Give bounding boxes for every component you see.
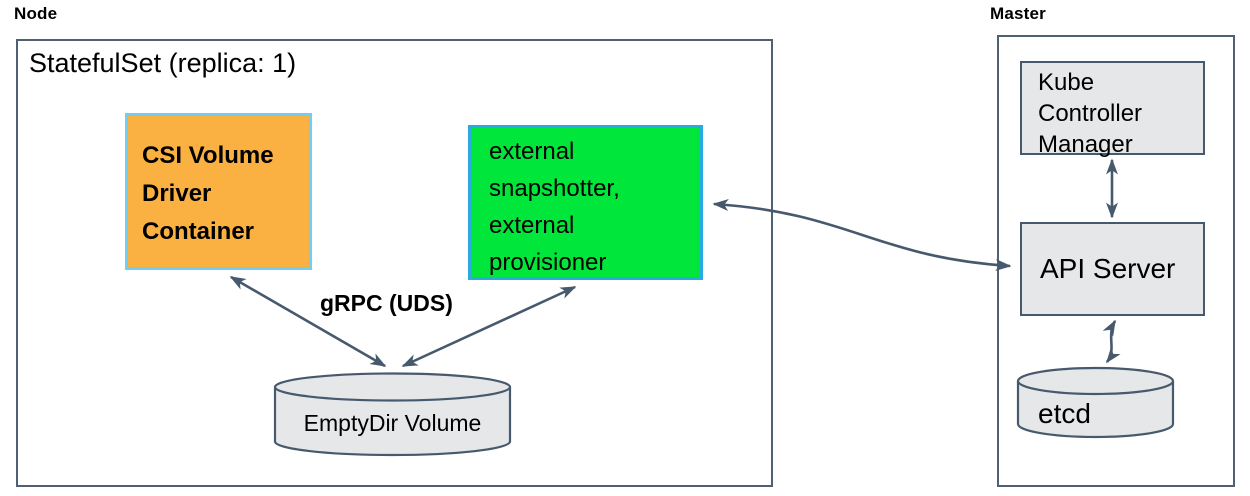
grpc-arrow-sidecar <box>401 285 577 368</box>
emptydir-cylinder <box>273 372 512 457</box>
statefulset-title: StatefulSet (replica: 1) <box>29 48 297 78</box>
kube-controller-manager-box: Kube Controller Manager <box>1020 61 1205 158</box>
grpc-arrow-csi-driver <box>229 275 387 368</box>
sidecar-api-server-arrow <box>712 198 1012 272</box>
emptydir-volume-label: EmptyDir Volume <box>303 410 482 436</box>
etcd-cylinder <box>1016 366 1175 439</box>
node-label: Node <box>14 4 58 23</box>
master-label: Master <box>990 4 1047 23</box>
api-server-etcd-arrow <box>1102 319 1121 364</box>
etcd-label: etcd <box>1038 398 1091 429</box>
grpc-uds-label: gRPC (UDS) <box>320 290 453 316</box>
csi-volume-driver-box: CSI Volume Driver Container <box>125 113 312 270</box>
external-snapshotter-provisioner-box: external snapshotter, external provision… <box>468 125 703 280</box>
api-server-box: API Server <box>1020 222 1205 316</box>
